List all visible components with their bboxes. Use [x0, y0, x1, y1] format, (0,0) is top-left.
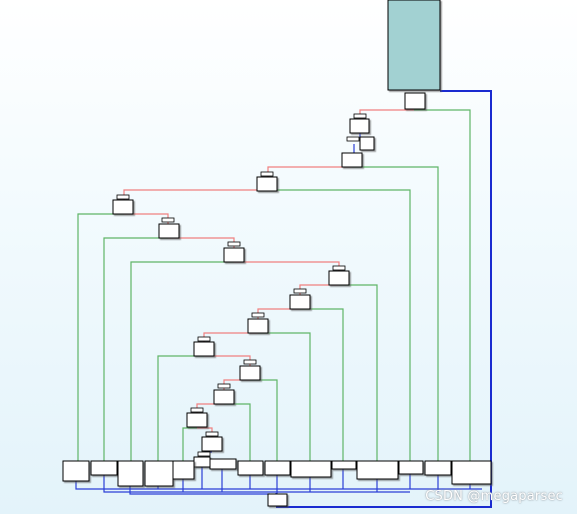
case-block-8[interactable]	[264, 460, 291, 476]
block-cond-4[interactable]	[112, 199, 134, 215]
block-cond-5[interactable]	[158, 223, 180, 239]
block-cond-2[interactable]	[341, 152, 363, 168]
block-cond-15[interactable]	[193, 456, 211, 468]
edge-collect-drops	[157, 467, 471, 494]
edge-true-11	[250, 379, 278, 461]
label-tab-15	[197, 451, 211, 457]
label-tab-8	[293, 288, 307, 294]
edge-collect-b	[103, 475, 410, 493]
case-block-2[interactable]	[90, 460, 118, 476]
label-tab-7	[332, 265, 346, 271]
label-tab-10	[197, 336, 211, 342]
block-cond-13[interactable]	[186, 412, 208, 428]
node-layer	[62, 0, 492, 507]
edge-true-3	[266, 189, 411, 461]
edge-false-3	[123, 189, 266, 200]
block-dispatch[interactable]	[404, 92, 426, 110]
block-cond-1[interactable]	[349, 118, 370, 134]
edge-collect-c	[129, 486, 270, 495]
edge-true-9	[258, 332, 311, 461]
block-cond-7[interactable]	[328, 270, 350, 286]
case-block-5[interactable]	[172, 460, 195, 480]
case-block-12[interactable]	[398, 460, 424, 475]
edge-collect-a	[75, 481, 482, 490]
label-tab-13	[190, 407, 204, 413]
edge-true-5	[103, 237, 168, 461]
case-block-10[interactable]	[331, 460, 357, 470]
edge-false-6	[234, 261, 340, 272]
label-tab-4	[116, 194, 130, 200]
edge-false-4	[124, 213, 169, 224]
edge-true-8	[300, 308, 344, 461]
label-tab-9	[251, 312, 265, 318]
edge-true-4	[77, 213, 124, 461]
block-cond-11[interactable]	[239, 365, 261, 381]
block-cond-12[interactable]	[213, 389, 235, 405]
case-block-11[interactable]	[356, 460, 399, 480]
exit-block[interactable]	[267, 493, 288, 507]
label-tab-3	[260, 171, 274, 177]
block-cond-1b[interactable]	[359, 136, 375, 151]
case-block-6[interactable]	[209, 458, 237, 470]
edge-loop-back	[276, 90, 492, 508]
entry-block[interactable]	[387, 0, 441, 91]
edge-true-13	[182, 427, 197, 461]
label-tab-2	[346, 136, 360, 142]
edge-false-2	[267, 166, 352, 177]
block-cond-9[interactable]	[247, 318, 269, 334]
watermark-text: CSDN @megaparsec	[425, 489, 563, 504]
case-block-1[interactable]	[62, 460, 90, 482]
edge-true-2	[352, 166, 439, 461]
case-block-13[interactable]	[424, 460, 452, 476]
block-cond-3[interactable]	[256, 176, 278, 192]
case-block-9[interactable]	[290, 460, 332, 478]
label-tab-6	[227, 241, 241, 247]
case-block-4[interactable]	[144, 460, 174, 487]
case-block-7[interactable]	[237, 460, 264, 476]
edge-true-12	[224, 403, 251, 461]
edge-layer	[75, 90, 492, 508]
case-block-3[interactable]	[117, 460, 144, 487]
label-tab-5	[161, 217, 175, 223]
edge-false-10	[204, 355, 251, 366]
edge-true-1	[414, 109, 471, 461]
label-tab-1	[353, 113, 367, 119]
case-block-14[interactable]	[451, 460, 492, 485]
block-cond-10[interactable]	[193, 341, 215, 357]
block-cond-14[interactable]	[201, 436, 223, 452]
edge-false-5	[168, 237, 235, 248]
edge-false-1	[359, 109, 414, 118]
edge-true-7	[339, 284, 378, 461]
label-tab-14	[205, 431, 219, 437]
label-tab-12	[217, 383, 231, 389]
edge-true-6	[130, 261, 234, 461]
block-cond-8[interactable]	[289, 294, 311, 310]
label-tab-11	[243, 359, 257, 365]
block-cond-6[interactable]	[223, 247, 245, 263]
edge-true-10	[157, 355, 204, 461]
